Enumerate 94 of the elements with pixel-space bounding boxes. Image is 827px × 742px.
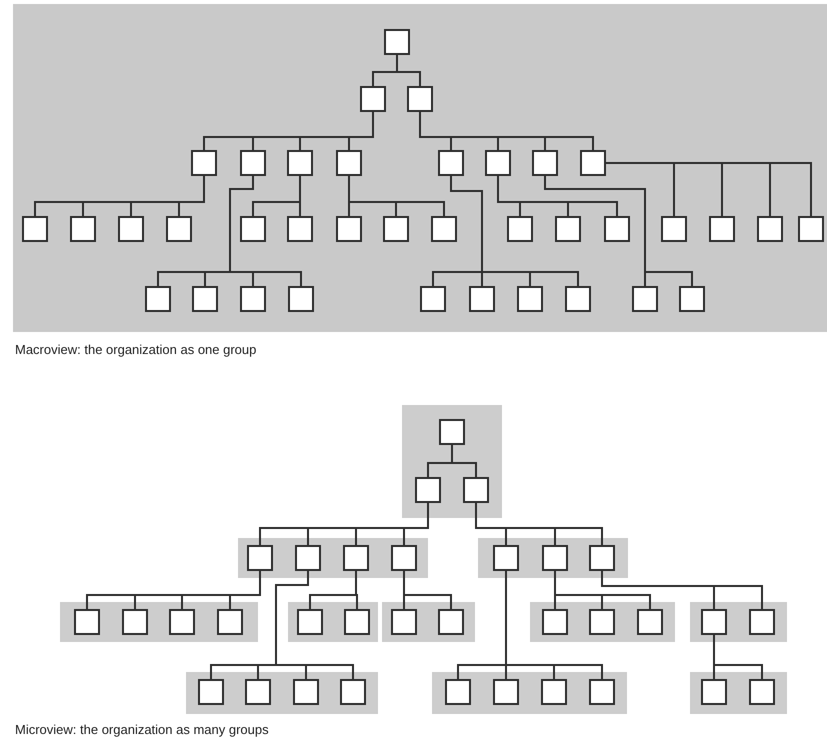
org-box	[757, 216, 783, 242]
org-box	[217, 609, 243, 635]
org-box	[445, 679, 471, 705]
org-box	[701, 679, 727, 705]
org-box	[589, 609, 615, 635]
org-box	[507, 216, 533, 242]
group-band	[238, 538, 428, 578]
org-box	[145, 286, 171, 312]
org-box	[542, 545, 568, 571]
panel-background	[13, 4, 827, 332]
connector-line	[497, 176, 618, 216]
org-box	[344, 609, 370, 635]
org-box	[340, 679, 366, 705]
connector-line	[451, 445, 477, 477]
org-box	[438, 150, 464, 176]
org-box	[604, 216, 630, 242]
org-box	[295, 545, 321, 571]
connector-line	[229, 176, 302, 286]
org-box	[679, 286, 705, 312]
org-box	[798, 216, 824, 242]
org-box	[166, 216, 192, 242]
org-box	[637, 609, 663, 635]
org-box	[749, 609, 775, 635]
org-box	[198, 679, 224, 705]
org-box	[384, 29, 410, 55]
group-band	[60, 602, 258, 642]
org-box	[415, 477, 441, 503]
org-box	[420, 286, 446, 312]
org-box	[493, 679, 519, 705]
org-box	[336, 150, 362, 176]
org-box	[118, 216, 144, 242]
org-box	[297, 609, 323, 635]
org-box	[169, 609, 195, 635]
org-box	[469, 286, 495, 312]
org-box	[463, 477, 489, 503]
org-box	[565, 286, 591, 312]
connector-line	[419, 112, 594, 150]
connector-line	[450, 176, 579, 286]
org-box	[438, 609, 464, 635]
org-box	[287, 216, 313, 242]
org-box	[391, 609, 417, 635]
group-band	[690, 602, 787, 642]
group-band	[530, 602, 675, 642]
org-box	[245, 679, 271, 705]
org-box	[439, 419, 465, 445]
org-box	[288, 286, 314, 312]
org-box	[407, 86, 433, 112]
org-box	[360, 86, 386, 112]
org-box	[343, 545, 369, 571]
org-box	[485, 150, 511, 176]
org-box	[580, 150, 606, 176]
org-box	[391, 545, 417, 571]
group-band	[288, 602, 378, 642]
org-box	[431, 216, 457, 242]
org-box	[555, 216, 581, 242]
org-box	[493, 545, 519, 571]
org-box	[287, 150, 313, 176]
org-box	[589, 679, 615, 705]
connector-line	[348, 112, 374, 150]
org-box	[293, 679, 319, 705]
org-box	[589, 545, 615, 571]
org-box	[709, 216, 735, 242]
org-box	[74, 609, 100, 635]
group-band	[186, 672, 378, 714]
org-box	[192, 286, 218, 312]
connector-line	[178, 176, 205, 216]
org-box	[383, 216, 409, 242]
org-box	[749, 679, 775, 705]
org-box	[632, 286, 658, 312]
org-box	[701, 609, 727, 635]
org-box	[240, 286, 266, 312]
org-box	[240, 216, 266, 242]
caption-text: Macroview: the organization as one group	[15, 342, 256, 357]
org-box	[532, 150, 558, 176]
group-band	[382, 602, 475, 642]
org-box	[22, 216, 48, 242]
org-box	[661, 216, 687, 242]
org-box	[122, 609, 148, 635]
connector-line	[544, 176, 693, 286]
connector-line	[396, 55, 421, 86]
group-band	[402, 405, 502, 518]
caption-text: Microview: the organization as many groups	[15, 722, 269, 737]
org-box	[541, 679, 567, 705]
group-band	[478, 538, 628, 578]
org-box	[542, 609, 568, 635]
org-box	[70, 216, 96, 242]
org-box	[191, 150, 217, 176]
org-box	[247, 545, 273, 571]
group-band	[432, 672, 627, 714]
org-box	[240, 150, 266, 176]
group-band	[690, 672, 787, 714]
org-box	[517, 286, 543, 312]
connector-line	[606, 162, 812, 216]
org-box	[336, 216, 362, 242]
